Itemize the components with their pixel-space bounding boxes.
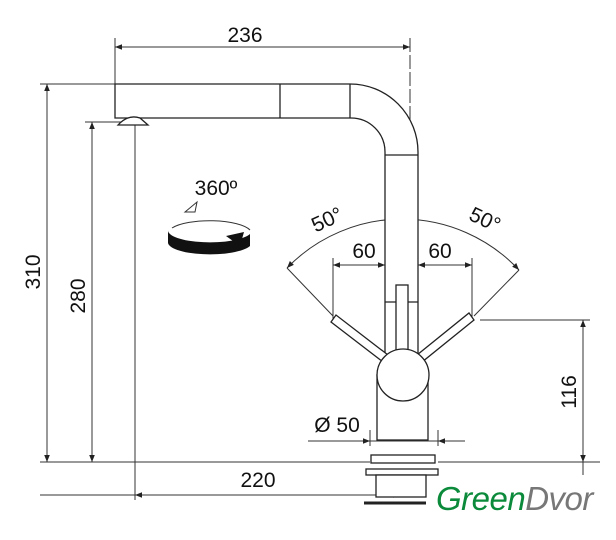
- dim-220-label: 220: [240, 469, 275, 492]
- dim-60-left-label: 60: [352, 240, 375, 263]
- logo-gray-part: Dvor: [525, 480, 593, 517]
- angle-arc-right: [402, 216, 520, 271]
- faucet-body: [114, 83, 475, 505]
- lever-left: [330, 314, 389, 363]
- lever-right: [416, 312, 475, 363]
- angle-right-label: 50°: [465, 203, 504, 237]
- dim-d50-label: Ø 50: [314, 414, 360, 437]
- dim-236-label: 236: [227, 24, 262, 47]
- lever-hub: [376, 348, 430, 402]
- angle-left-label: 50°: [308, 203, 347, 237]
- dim-280-label: 280: [67, 278, 90, 313]
- dim-310-label: 310: [22, 254, 45, 289]
- dim-60-right-label: 60: [428, 240, 451, 263]
- greendvor-logo: GreenDvor: [436, 480, 593, 518]
- rotation-arrow-icon: [167, 200, 251, 255]
- logo-green-part: Green: [436, 480, 526, 517]
- dim-116-label: 116: [558, 375, 581, 408]
- rotation-label: 360º: [195, 177, 238, 200]
